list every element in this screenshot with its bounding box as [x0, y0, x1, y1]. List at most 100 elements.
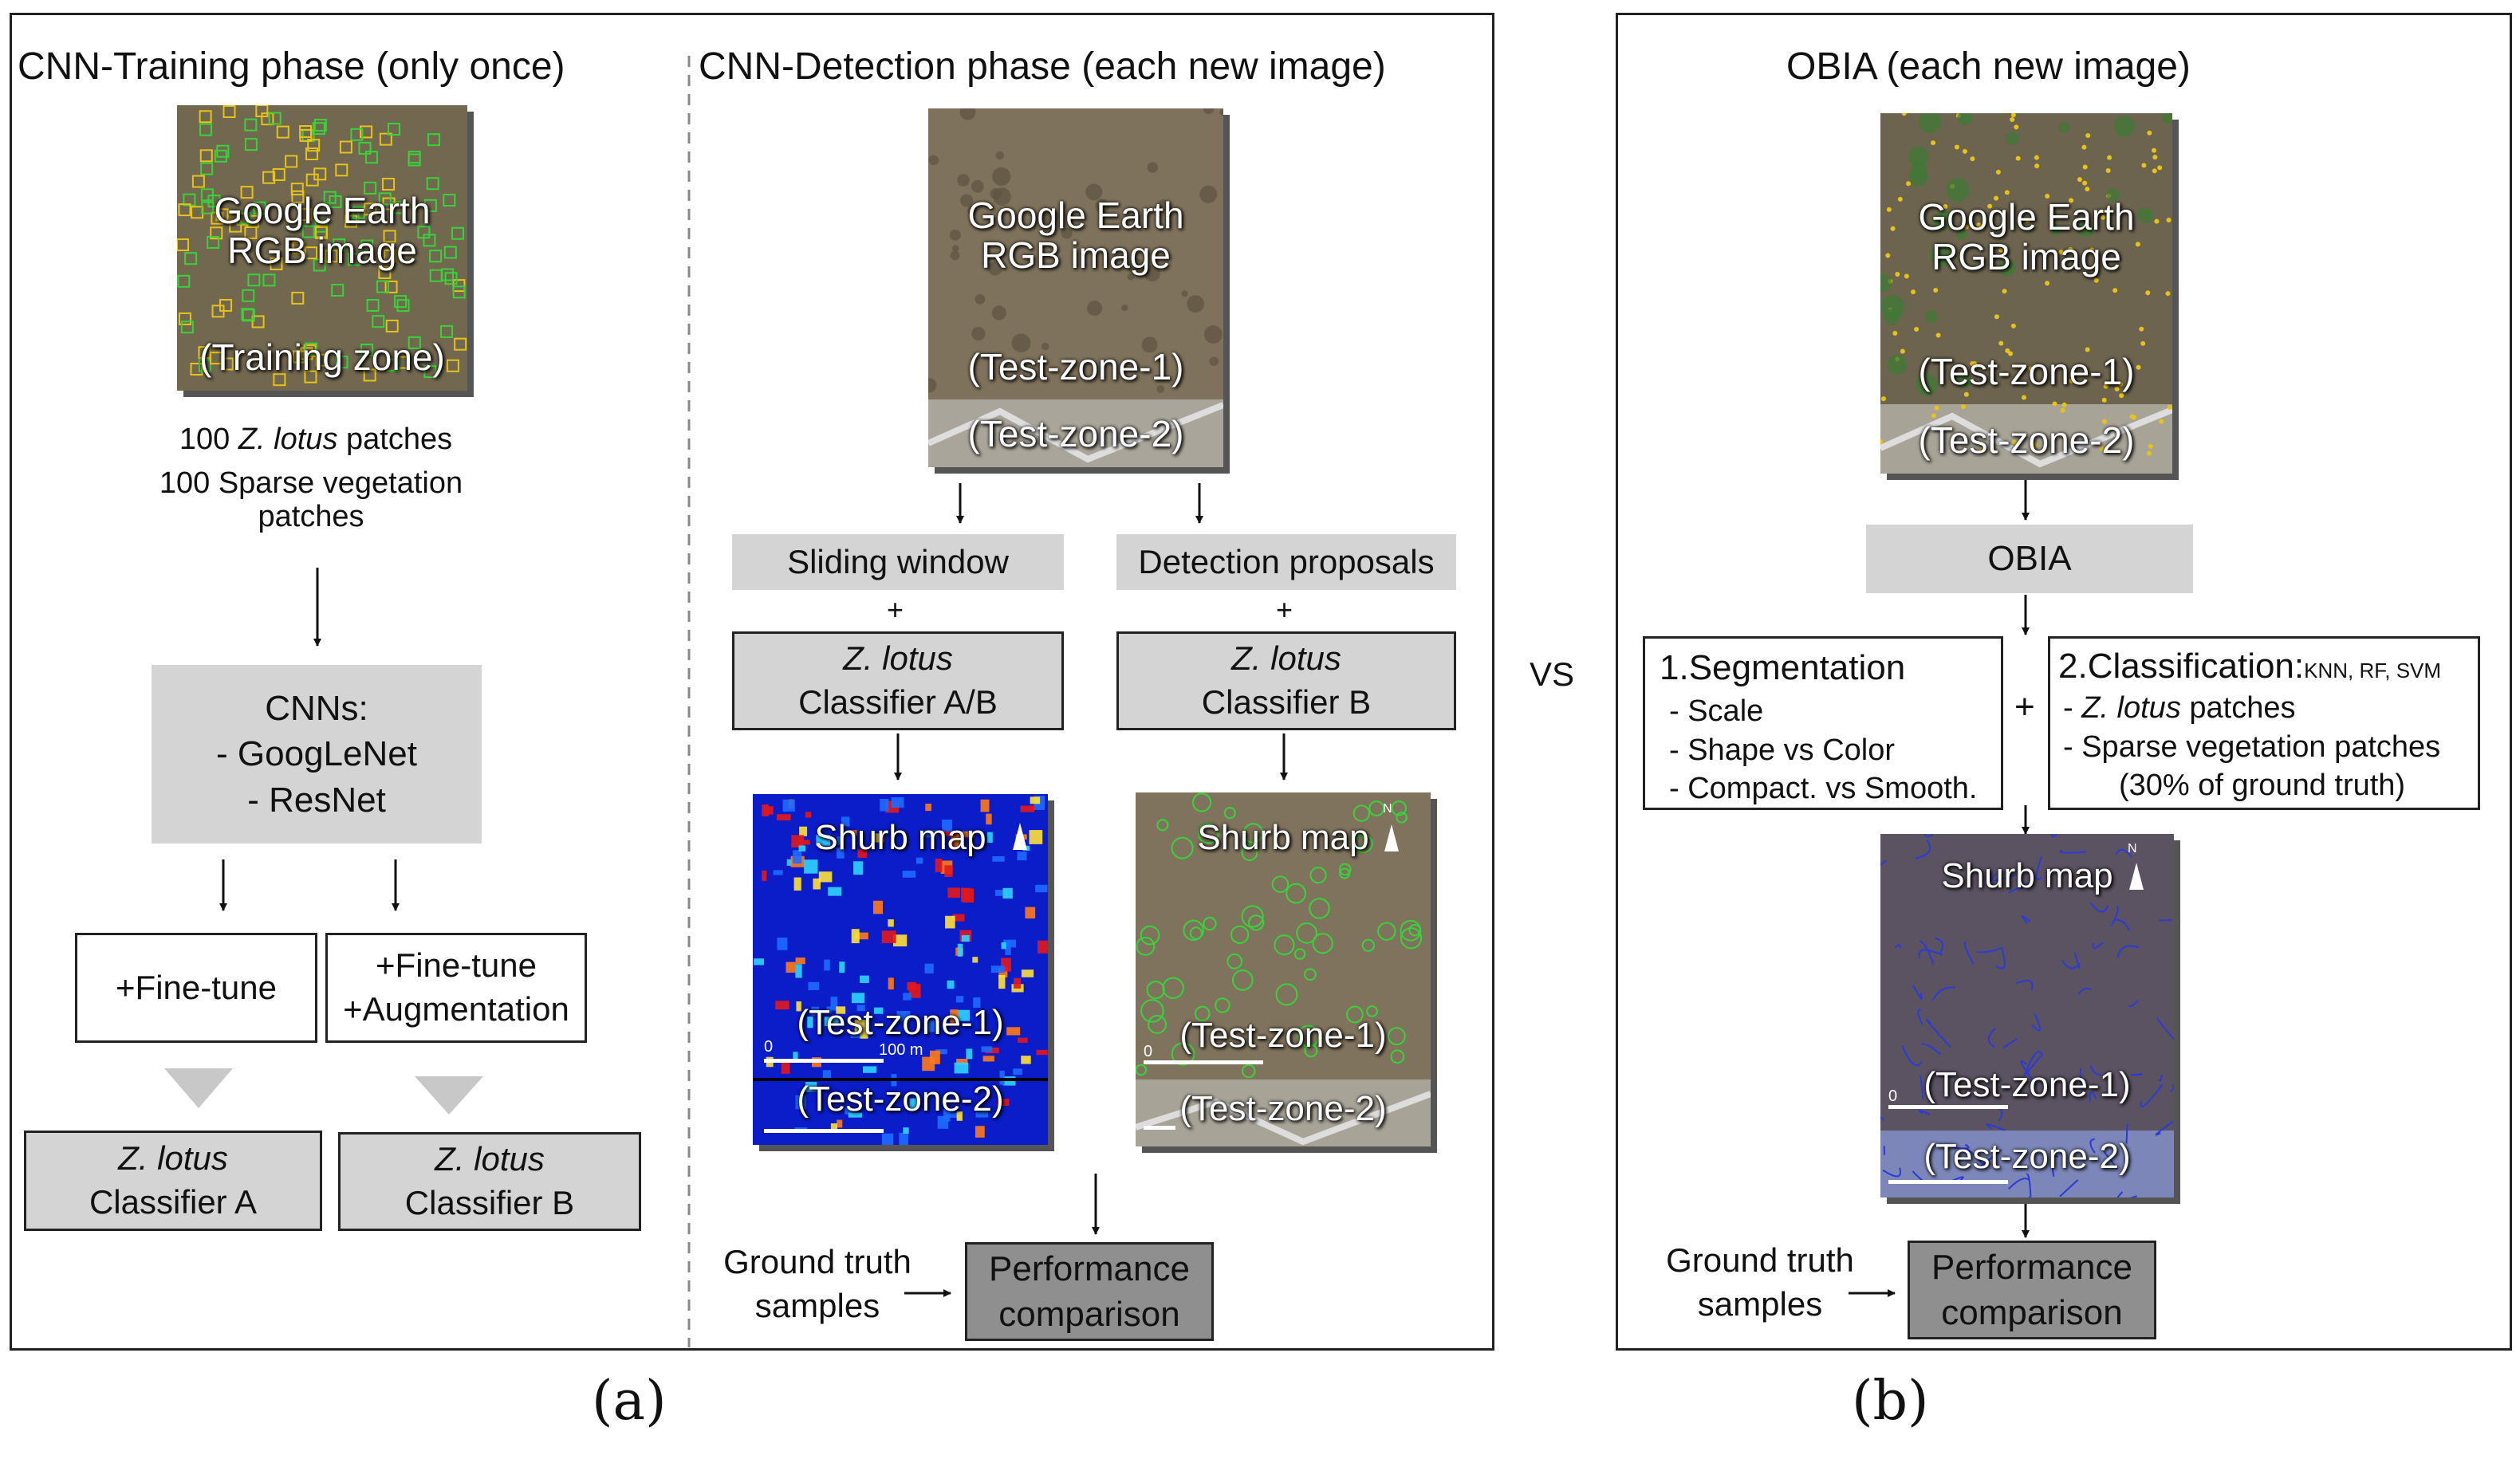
- classification-methods: KNN, RF, SVM: [2304, 659, 2442, 682]
- training-patch-marker: [392, 201, 405, 214]
- obia-sample-dot: [1998, 340, 2004, 346]
- training-patch-marker: [183, 193, 196, 206]
- detection-circle: [1271, 875, 1290, 893]
- obia-sample-dot: [2002, 289, 2007, 294]
- obia-shrub: [2161, 113, 2172, 124]
- sparse-patch-marker: [292, 241, 305, 254]
- classifier-ab-species: Z. lotus: [843, 639, 953, 678]
- heatmap-cell: [822, 1070, 832, 1080]
- obia-sample-dot: [2092, 264, 2097, 269]
- heatmap-cell: [850, 1032, 864, 1038]
- obia-sample-dot: [1895, 271, 1900, 277]
- heatmap-cell: [1003, 939, 1017, 948]
- shrub-spot: [991, 305, 1006, 321]
- obia-sample-dot: [1935, 332, 1941, 338]
- training-patch-marker: [200, 162, 214, 175]
- heatmap-cell: [841, 816, 850, 827]
- detmap-image: Shurb map N (Test-zone-1) (Test-zone-2) …: [1136, 792, 1431, 1146]
- detection-circle: [1223, 807, 1236, 820]
- heatmap-cell: [956, 1058, 968, 1065]
- obia-image-line1: Google Earth: [1918, 196, 2135, 238]
- cnns-box: CNNs: - GoogLeNet - ResNet: [152, 665, 482, 844]
- obia-map-scale-zero: 0: [1888, 1087, 1898, 1105]
- heatmap-cell: [826, 1006, 832, 1013]
- segment-boundary: [2024, 1055, 2042, 1076]
- heatmap-cell: [986, 832, 993, 844]
- training-patch-marker: [207, 195, 221, 208]
- detection-circle: [1203, 916, 1217, 931]
- segment-boundary: [1912, 1170, 1924, 1182]
- segment-boundary: [2077, 987, 2092, 995]
- detection-circle: [1309, 898, 1330, 919]
- sparse-patch-marker: [273, 373, 286, 387]
- obia-sample-dot: [2099, 446, 2105, 451]
- sparse-patch-marker: [177, 238, 190, 252]
- obia-sample-dot: [2089, 247, 2094, 253]
- heatmap-cell: [1017, 851, 1027, 861]
- shrub-spot: [1085, 183, 1103, 201]
- segment-boundary: [1915, 839, 1931, 859]
- heatmap-cell: [1025, 906, 1036, 919]
- heatmap-cell: [966, 1048, 973, 1060]
- training-patch-marker: [444, 272, 458, 285]
- heatmap-cell: [957, 1009, 971, 1021]
- segmentation-item-1: - Scale: [1669, 694, 1764, 729]
- obia-image-texture: [1880, 113, 2172, 474]
- heatmap-cell: [961, 887, 971, 903]
- heatmap-cell: [986, 813, 992, 825]
- shrub-spot: [1041, 208, 1059, 226]
- heatmap-cell: [818, 871, 833, 883]
- heatmap-cell: [1002, 887, 1013, 899]
- classifier-b-box: Z. lotus Classifier B: [338, 1132, 641, 1231]
- segment-boundary: [2059, 1179, 2078, 1197]
- segment-boundary: [2156, 1017, 2174, 1040]
- cnns-item1: - GoogLeNet: [216, 734, 417, 774]
- segment-boundary: [1882, 1167, 1901, 1178]
- training-patch-marker: [247, 273, 261, 287]
- heatmap-cell: [990, 965, 1005, 973]
- training-patch-marker: [301, 225, 315, 238]
- heatmap-cell: [1029, 830, 1043, 844]
- heatmap-cell: [830, 997, 838, 1011]
- panel-b-frame: [1616, 13, 2512, 1351]
- training-patch-marker: [429, 250, 443, 263]
- segment-boundary: [2128, 1000, 2139, 1008]
- segmentation-title: 1.Segmentation: [1660, 648, 1906, 687]
- obia-sample-dot: [2167, 404, 2172, 410]
- detection-circle: [1297, 1024, 1320, 1048]
- sparse-patch-marker: [178, 312, 191, 325]
- segmentation-item-3: - Compact. vs Smooth.: [1669, 772, 1978, 806]
- obia-sample-dot: [2010, 113, 2016, 118]
- obia-sample-dot: [2112, 288, 2118, 293]
- training-patch-marker: [244, 138, 258, 151]
- training-patch-marker: [323, 191, 337, 204]
- heatmap-cell: [863, 1066, 876, 1073]
- obia-sample-dot: [2010, 323, 2016, 328]
- heatmap-cell: [982, 1056, 994, 1062]
- sparse-patch-marker: [384, 249, 397, 262]
- obia-map-north-label: N: [2128, 842, 2137, 855]
- obia-sample-dot: [2145, 290, 2151, 296]
- segment-boundary: [1919, 940, 1935, 965]
- training-patch-marker: [313, 118, 327, 132]
- shrub-spot: [1127, 258, 1144, 275]
- heatmap-cell: [942, 819, 953, 832]
- heatmap-cell: [804, 859, 818, 874]
- obia-sample-dot: [2165, 291, 2171, 297]
- obia-sample-dot: [1892, 330, 1898, 336]
- training-patch-marker: [408, 336, 421, 349]
- segment-boundary: [1976, 947, 2001, 954]
- segment-boundary: [2002, 1038, 2018, 1048]
- training-patch-marker: [305, 342, 318, 356]
- obia-sample-dot: [2101, 214, 2106, 220]
- training-patch-marker: [199, 123, 213, 136]
- detection-circle: [1189, 926, 1203, 940]
- classification-item-1-prefix: -: [2063, 691, 2082, 726]
- heatmap-cell: [947, 887, 961, 899]
- detection-circle: [1136, 936, 1156, 956]
- segment-boundary: [2061, 959, 2081, 969]
- detection-circle: [1171, 836, 1194, 859]
- heatmap-cell: [754, 958, 765, 965]
- obia-sample-dot: [2052, 401, 2057, 407]
- heatmap-cell: [1021, 1056, 1031, 1064]
